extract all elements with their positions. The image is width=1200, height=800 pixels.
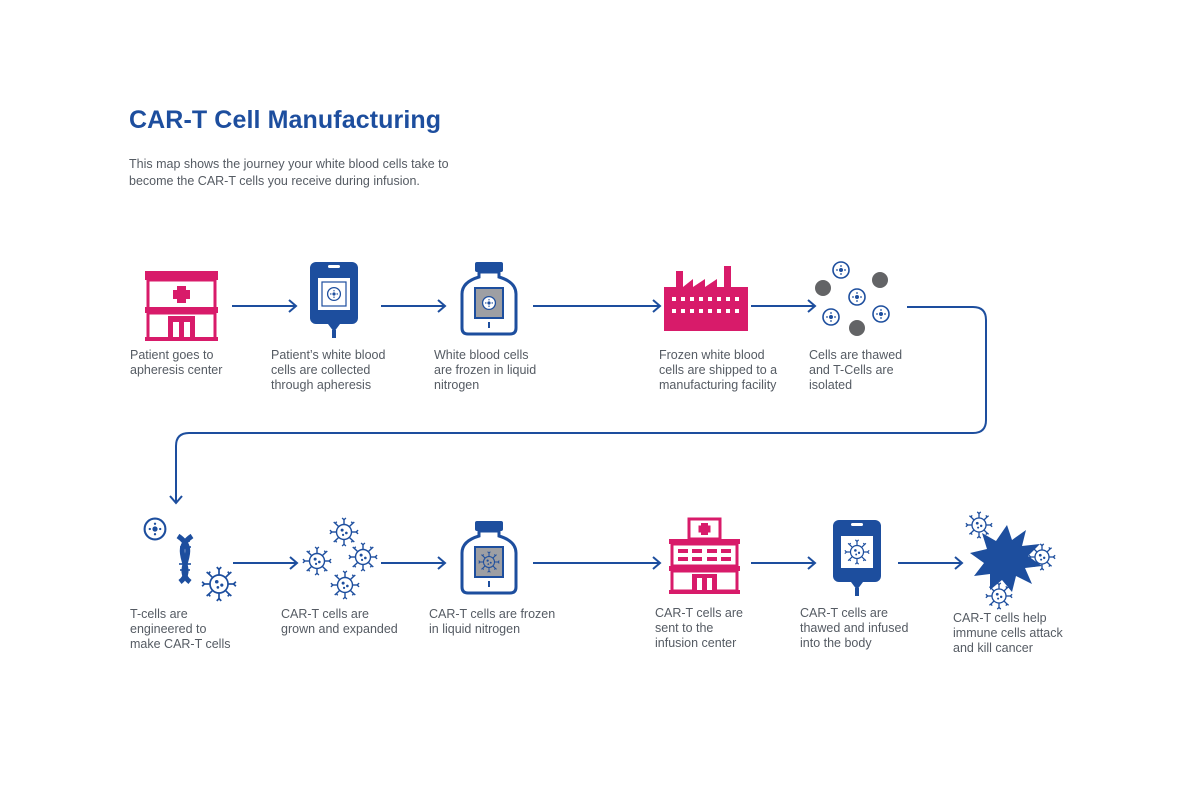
dna-engineering-icon [143,517,237,602]
arrow-2-3 [381,299,447,313]
attack-cancer-icon [965,511,1056,610]
arrow-1-2 [232,299,298,313]
car-t-cells-icon [302,517,378,600]
connector-row1-to-row2 [169,306,987,505]
infusion-bag-icon [833,520,881,596]
arrow-10-11 [898,556,964,570]
arrow-3-4 [533,299,662,313]
arrow-4-5 [751,299,817,313]
page-title: CAR-T Cell Manufacturing [129,106,442,134]
cryo-jar-car-t-icon [460,521,518,595]
cells-icon [815,261,890,336]
page-subtitle: This map shows the journey your white bl… [129,157,449,188]
arrow-7-8 [381,556,447,570]
blood-bag-icon [310,262,358,338]
arrow-8-9 [533,556,662,570]
infusion-center-icon [669,517,740,594]
factory-icon [664,266,748,331]
hospital-icon [145,271,218,341]
arrow-9-10 [751,556,817,570]
cryo-jar-icon [460,262,518,336]
arrow-6-7 [233,556,299,570]
